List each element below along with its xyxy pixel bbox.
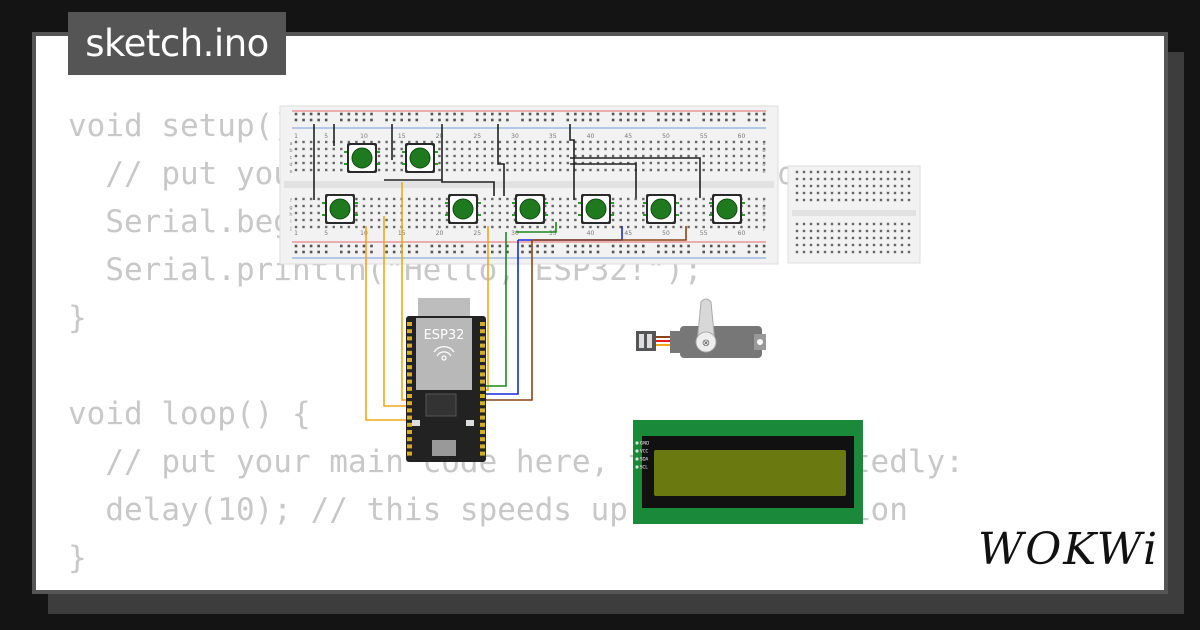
breadboard-column-number: 15 bbox=[398, 133, 406, 140]
push-button bbox=[709, 194, 745, 224]
breadboard-column-number: 35 bbox=[549, 133, 557, 140]
wokwi-logo: WOKWi bbox=[978, 524, 1160, 575]
breadboard-column-number: 40 bbox=[587, 133, 595, 140]
breadboard-column-number: 40 bbox=[587, 230, 595, 237]
breadboard-column-number: 60 bbox=[738, 230, 746, 237]
breadboard-row-letter: i bbox=[290, 219, 291, 225]
breadboard-row-letter: b bbox=[762, 148, 765, 154]
push-button bbox=[512, 194, 548, 224]
push-button bbox=[445, 194, 481, 224]
breadboard-row-letter: a bbox=[762, 141, 765, 147]
lcd-pin-label: GND bbox=[640, 441, 649, 446]
lcd-pin-label: SCL bbox=[640, 465, 648, 470]
breadboard-row-letter: c bbox=[763, 155, 766, 161]
breadboard-column-number: 20 bbox=[436, 133, 444, 140]
breadboard-column-number: 5 bbox=[324, 230, 328, 237]
breadboard-row-letter: g bbox=[762, 205, 765, 211]
esp32-label: ESP32 bbox=[424, 328, 465, 343]
breadboard-row-letter: c bbox=[290, 155, 293, 161]
breadboard-column-number: 50 bbox=[662, 230, 670, 237]
lcd-display: GND VCC SDA SCL bbox=[633, 420, 863, 524]
breadboard-column-number: 25 bbox=[473, 230, 481, 237]
breadboard-column-number: 45 bbox=[624, 230, 632, 237]
breadboard-row-letter: h bbox=[762, 212, 765, 218]
push-buttons bbox=[322, 143, 745, 224]
breadboard-row-letter: i bbox=[763, 219, 764, 225]
lcd-pin-label: VCC bbox=[640, 449, 649, 454]
push-button bbox=[322, 194, 358, 224]
breadboard-row-letter: g bbox=[289, 205, 292, 211]
breadboard-column-number: 30 bbox=[511, 133, 519, 140]
breadboard-column-number: 10 bbox=[360, 133, 368, 140]
small-breadboard-holes bbox=[795, 170, 911, 254]
esp32-pins bbox=[407, 322, 485, 456]
breadboard-column-number: 60 bbox=[738, 133, 746, 140]
code-line: void loop() { bbox=[68, 396, 311, 432]
breadboard-row-letter: h bbox=[289, 212, 292, 218]
breadboard-column-number: 55 bbox=[700, 230, 708, 237]
breadboard-row-letter: b bbox=[289, 148, 292, 154]
code-line: Serial.println("Hello, ESP32!"); bbox=[68, 252, 703, 288]
breadboard-row-letter: a bbox=[289, 141, 292, 147]
breadboard-column-number: 1 bbox=[294, 230, 298, 237]
breadboard-column-number: 35 bbox=[549, 230, 557, 237]
breadboard-column-number: 50 bbox=[662, 133, 670, 140]
small-breadboard bbox=[787, 165, 921, 264]
push-button bbox=[402, 143, 438, 173]
push-button bbox=[643, 194, 679, 224]
breadboard-column-number: 30 bbox=[511, 230, 519, 237]
breadboard-row-letter: j bbox=[762, 226, 764, 232]
lcd-pin-label: SDA bbox=[640, 457, 649, 462]
code-line: } bbox=[68, 300, 87, 336]
breadboard-column-number: 1 bbox=[294, 133, 298, 140]
breadboard-row-letter: e bbox=[762, 169, 765, 175]
breadboard-row-letter: e bbox=[289, 169, 292, 175]
breadboard-column-number: 45 bbox=[624, 133, 632, 140]
push-button bbox=[344, 143, 380, 173]
breadboard-column-number: 25 bbox=[473, 133, 481, 140]
breadboard-column-number: 10 bbox=[360, 230, 368, 237]
svg-text:⊗: ⊗ bbox=[702, 338, 710, 349]
breadboard-row-letter: j bbox=[289, 226, 291, 232]
esp32-board: ESP32 bbox=[406, 298, 486, 462]
breadboard-column-number: 5 bbox=[324, 133, 328, 140]
breadboard-row-letter: f bbox=[290, 198, 292, 204]
lcd-pins: GND VCC SDA SCL bbox=[635, 441, 649, 470]
code-line: } bbox=[68, 540, 87, 576]
file-tab[interactable]: sketch.ino bbox=[68, 12, 286, 75]
servo-motor: ⊗ bbox=[636, 298, 766, 358]
wifi-icon bbox=[433, 346, 455, 361]
breadboard-row-letter: f bbox=[763, 198, 765, 204]
breadboard-row-letter: d bbox=[762, 162, 765, 168]
push-button bbox=[578, 194, 614, 224]
breadboard-row-letter: d bbox=[289, 162, 292, 168]
breadboard-column-number: 20 bbox=[436, 230, 444, 237]
breadboard-column-number: 55 bbox=[700, 133, 708, 140]
